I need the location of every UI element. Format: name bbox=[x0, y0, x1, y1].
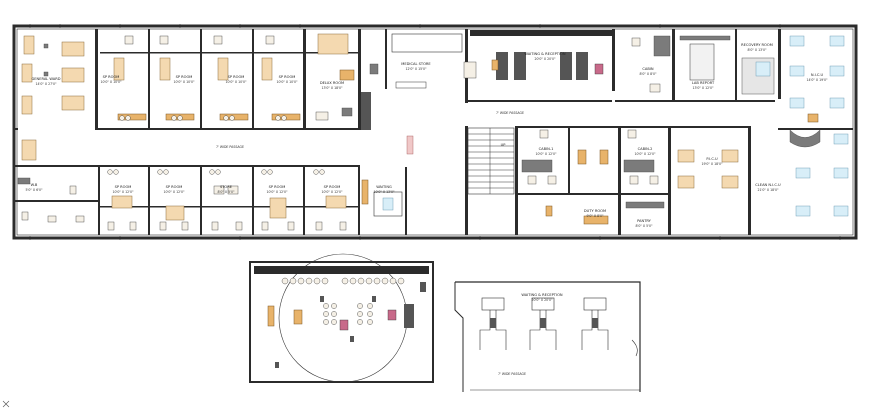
room-name-general-ward: GENERAL WARD bbox=[31, 77, 60, 81]
room-size-pantry: 8'0" X 5'0" bbox=[635, 224, 653, 228]
room-name-store-1: STORE bbox=[220, 185, 233, 189]
sp-room-2: SP ROOM 10'0" X 10'0" bbox=[159, 35, 195, 121]
store-1: STORE 8'0" X 5'0" bbox=[213, 185, 239, 195]
sp-room-4: SP ROOM 10'0" X 10'0" bbox=[261, 35, 301, 121]
room-size-cabin-top: 8'0" X 8'0" bbox=[639, 72, 657, 76]
room-size-wb: 5'0" X 6'0" bbox=[25, 188, 43, 192]
room-size-store-1: 8'0" X 5'0" bbox=[217, 190, 235, 194]
room-name-sp-room-1: SP ROOM bbox=[103, 75, 120, 79]
room-name-waiting-reception: WAITING & RECEPTION bbox=[524, 52, 565, 56]
room-name-sp-room-2: SP ROOM bbox=[176, 75, 193, 79]
picu-room: P.I.C.U 19'0" X 18'0" bbox=[677, 149, 739, 189]
cabin-top: CABIN 8'0" X 8'0" bbox=[631, 35, 671, 93]
room-size-sp-room-1: 10'0" X 10'0" bbox=[100, 80, 122, 84]
detail-title-name: WAITING & RECEPTION bbox=[521, 293, 562, 297]
sp-room-b1: SP ROOM 10'0" X 12'0" bbox=[111, 185, 134, 209]
cabin-1: CABIN-1 10'0" X 12'0" bbox=[521, 129, 557, 185]
room-size-cabin-2: 10'0" X 12'0" bbox=[634, 152, 656, 156]
detail-title-size: 20'0" X 20'0" bbox=[531, 298, 553, 302]
room-name-sp-room-b3: SP ROOM bbox=[269, 185, 286, 189]
room-size-general-ward: 14'0" X 27'0" bbox=[35, 82, 57, 86]
sp-room-b4: SP ROOM 10'0" X 12'0" bbox=[321, 185, 347, 209]
room-name-wb: W.B bbox=[31, 183, 38, 187]
room-size-waiting-reception: 20'0" X 20'0" bbox=[534, 57, 556, 61]
room-name-cabin-2: CABIN-2 bbox=[638, 147, 653, 151]
clean-nicu-room: CLEAN N.I.C.U 21'0" X 18'0" bbox=[755, 129, 849, 217]
room-size-duty-room: 9'0" X 8'0" bbox=[586, 214, 604, 218]
room-name-clean-nicu: CLEAN N.I.C.U bbox=[755, 183, 781, 187]
room-size-sp-room-b4: 10'0" X 12'0" bbox=[321, 190, 343, 194]
passage-label-right: 7' WIDE PASSAGE bbox=[496, 111, 524, 115]
room-name-recovery: RECOVERY ROOM bbox=[741, 43, 773, 47]
room-size-clean-nicu: 21'0" X 18'0" bbox=[757, 188, 779, 192]
room-size-sp-room-3: 10'0" X 10'0" bbox=[225, 80, 247, 84]
room-name-picu: P.I.C.U bbox=[706, 157, 718, 161]
pantry: PANTRY 8'0" X 5'0" bbox=[625, 201, 665, 228]
stair-up-label: UP bbox=[501, 143, 507, 147]
room-name-sp-room-4: SP ROOM bbox=[279, 75, 296, 79]
waiting-room: WAITING 10'0" X 13'0" bbox=[361, 179, 403, 217]
room-name-sp-room-b1: SP ROOM bbox=[115, 185, 132, 189]
sp-room-3: SP ROOM 10'0" X 10'0" bbox=[213, 35, 249, 121]
room-name-sp-room-3: SP ROOM bbox=[228, 75, 245, 79]
room-size-sp-room-b2: 10'0" X 12'0" bbox=[163, 190, 185, 194]
room-size-waiting: 10'0" X 13'0" bbox=[373, 190, 395, 194]
room-size-recovery: 8'0" X 13'0" bbox=[747, 48, 767, 52]
main-plan: 7' WIDE PASSAGE 7' WIDE PASSAGE GENERAL … bbox=[12, 24, 858, 240]
recovery-room: RECOVERY ROOM 8'0" X 13'0" bbox=[741, 43, 775, 95]
room-size-medical-store: 12'0" X 15'0" bbox=[405, 67, 427, 71]
room-name-nicu: N.I.C.U bbox=[811, 73, 824, 77]
room-name-cabin-1: CABIN-1 bbox=[539, 147, 554, 151]
room-size-sp-room-b1: 10'0" X 12'0" bbox=[112, 190, 134, 194]
deluxe-room: DELUX ROOM 13'0" X 18'0" bbox=[315, 33, 355, 121]
room-size-nicu: 14'0" X 19'0" bbox=[806, 78, 828, 82]
room-name-cabin-top: CABIN bbox=[642, 67, 653, 71]
room-name-lab-report: LAB REPORT bbox=[692, 81, 715, 85]
room-size-lab-report: 13'0" X 12'0" bbox=[692, 86, 714, 90]
room-size-sp-room-2: 10'0" X 10'0" bbox=[173, 80, 195, 84]
cross-mark-icon bbox=[2, 400, 10, 408]
cabin-2: CABIN-2 10'0" X 12'0" bbox=[623, 129, 659, 185]
passage-label-left: 7' WIDE PASSAGE bbox=[216, 145, 244, 149]
sp-room-b2: SP ROOM 10'0" X 12'0" bbox=[163, 185, 185, 221]
duty-room: DUTY ROOM 9'0" X 8'0" bbox=[583, 209, 609, 225]
room-name-sp-room-b2: SP ROOM bbox=[166, 185, 183, 189]
room-name-duty-room: DUTY ROOM bbox=[584, 209, 606, 213]
general-ward: GENERAL WARD 14'0" X 27'0" bbox=[21, 35, 85, 161]
room-size-picu: 19'0" X 18'0" bbox=[701, 162, 723, 166]
room-size-deluxe: 13'0" X 18'0" bbox=[321, 86, 343, 90]
sp-room-1: SP ROOM 10'0" X 10'0" bbox=[100, 35, 147, 121]
waiting-reception: WAITING & RECEPTION 20'0" X 20'0" bbox=[463, 30, 612, 80]
room-size-sp-room-b3: 10'0" X 12'0" bbox=[266, 190, 288, 194]
sp-room-b3: SP ROOM 10'0" X 12'0" bbox=[266, 185, 288, 219]
detail-reception-layout: WAITING & RECEPTION 20'0" X 20'0" 7' WID… bbox=[454, 281, 641, 392]
lab-report: LAB REPORT 13'0" X 12'0" bbox=[679, 35, 731, 90]
room-name-sp-room-b4: SP ROOM bbox=[324, 185, 341, 189]
room-name-pantry: PANTRY bbox=[637, 219, 652, 223]
detail-waiting-layout bbox=[249, 253, 434, 383]
room-name-medical-store: MEDICAL STORE bbox=[401, 62, 431, 66]
room-size-sp-room-4: 10'0" X 10'0" bbox=[276, 80, 298, 84]
passage-label-detail: 7' WIDE PASSAGE bbox=[498, 372, 526, 376]
room-size-cabin-1: 10'0" X 12'0" bbox=[535, 152, 557, 156]
nicu-room: N.I.C.U 14'0" X 19'0" bbox=[789, 35, 845, 109]
room-name-deluxe: DELUX ROOM bbox=[320, 81, 344, 85]
staircase: UP bbox=[467, 127, 515, 195]
room-name-waiting: WAITING bbox=[376, 185, 392, 189]
medical-store: MEDICAL STORE 12'0" X 15'0" bbox=[361, 33, 463, 130]
wb-room: W.B 5'0" X 6'0" bbox=[17, 177, 85, 223]
